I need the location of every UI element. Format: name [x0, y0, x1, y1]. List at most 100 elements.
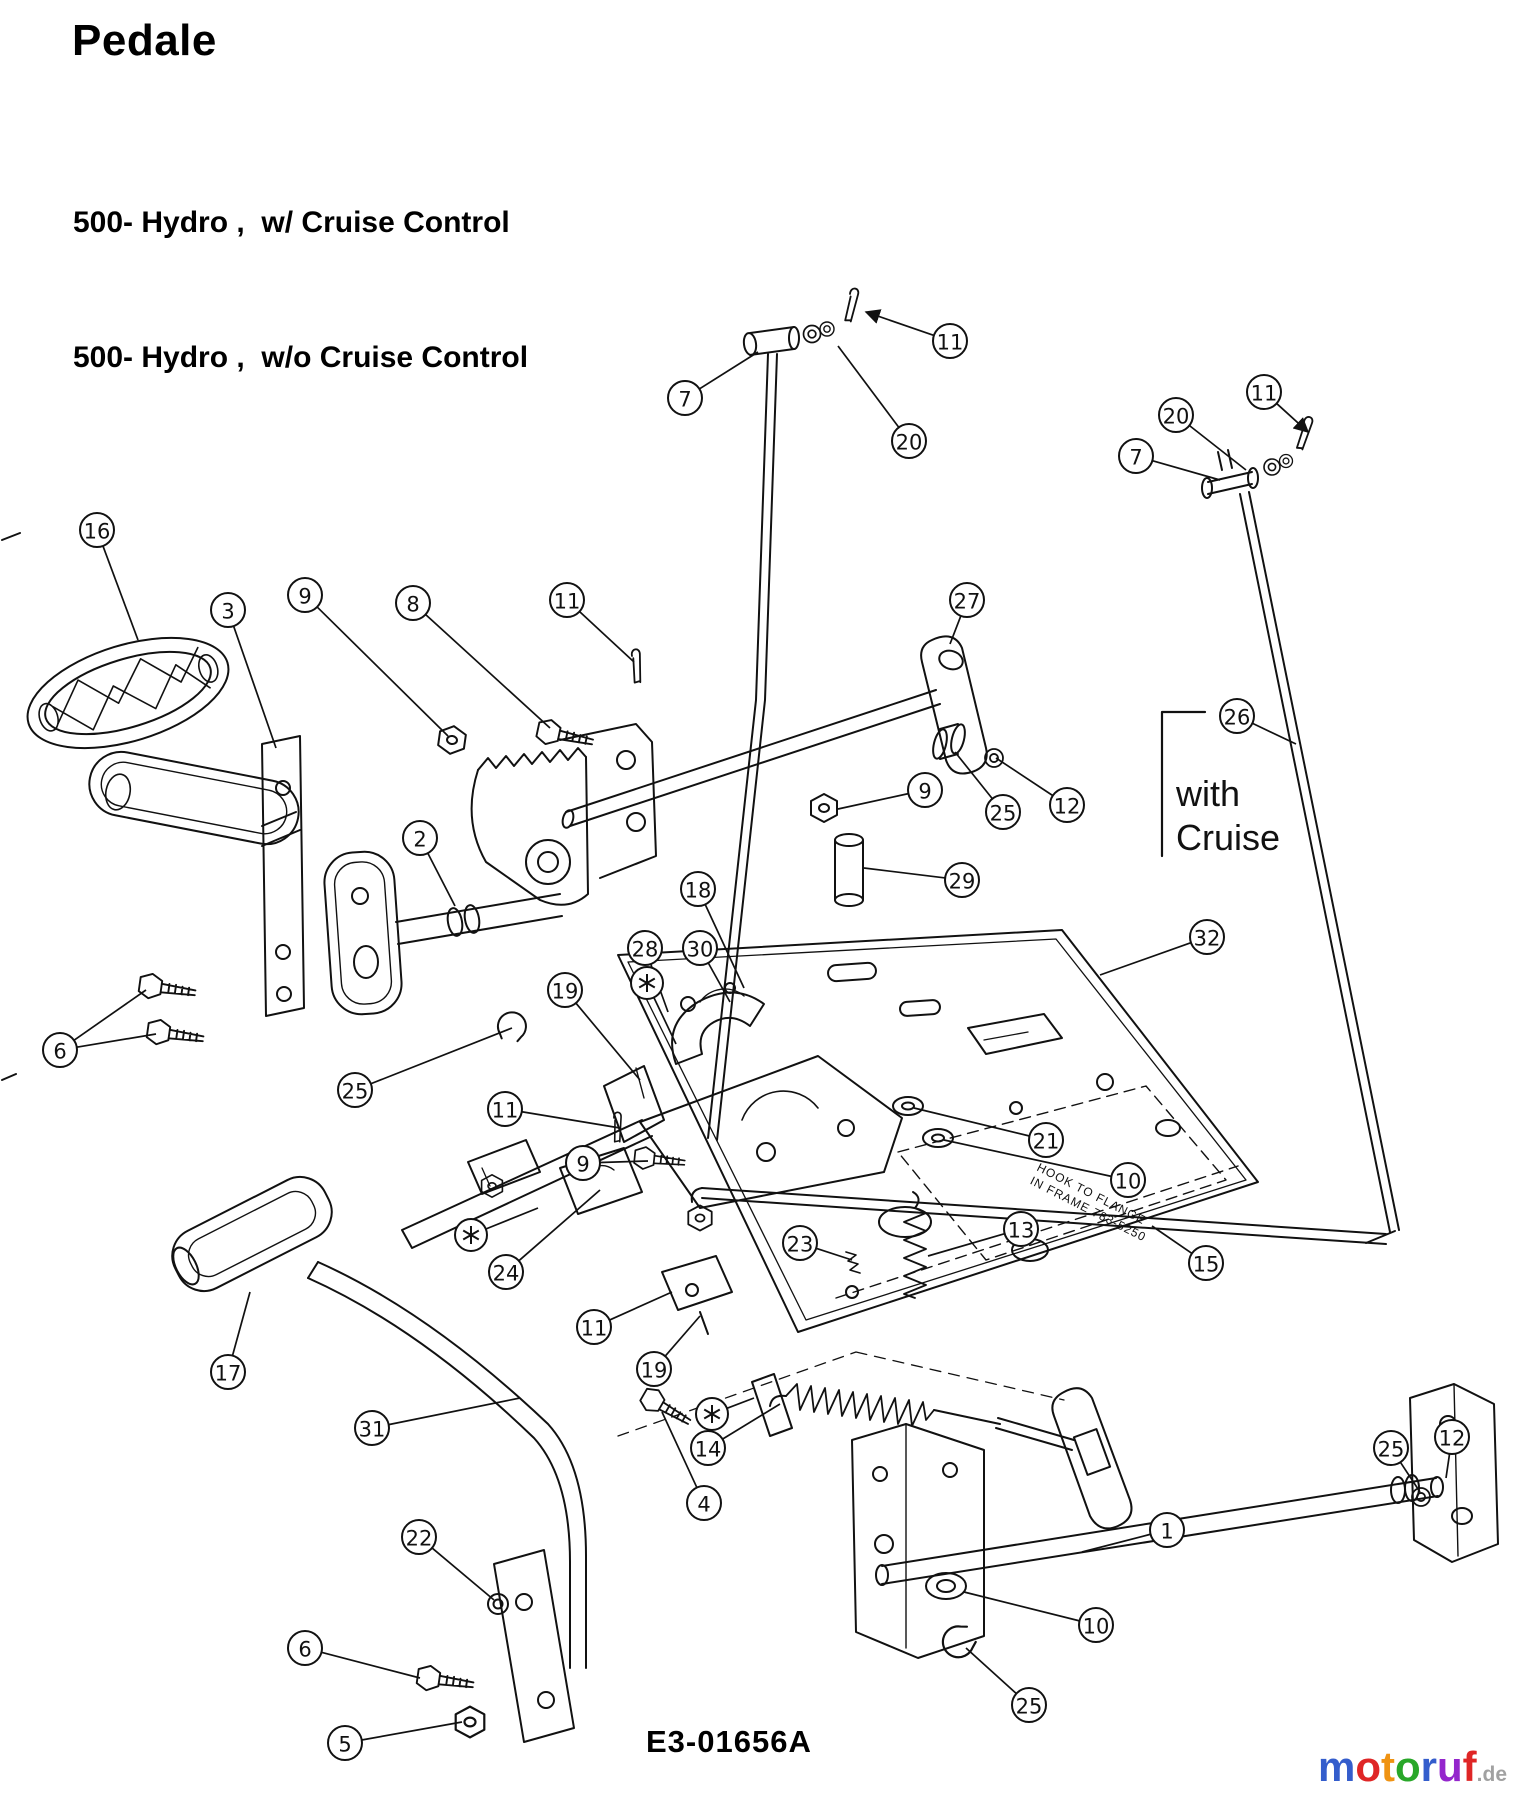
- callout-balloon-18: [680, 871, 716, 907]
- callout-balloon-21: [1028, 1122, 1064, 1158]
- watermark-letter: u: [1437, 1743, 1463, 1790]
- callout-balloon-7: [1118, 438, 1154, 474]
- callout-balloon-19: [547, 972, 583, 1008]
- callout-number: 9: [298, 585, 311, 609]
- support-arm: [401, 1119, 653, 1249]
- retaining-clip-25: [494, 1009, 530, 1044]
- callout-number: 11: [554, 590, 581, 614]
- callout-balloon-8: [395, 585, 431, 621]
- callout-number: 25: [1016, 1695, 1043, 1719]
- watermark-letter: r: [1420, 1743, 1437, 1790]
- callout-number: 6: [298, 1638, 311, 1662]
- callout-balloon-25: [985, 794, 1021, 830]
- pivot-plate: [323, 850, 403, 1016]
- hidden-line: [617, 1351, 1065, 1437]
- leader-line: [954, 751, 994, 800]
- callout-number: 16: [84, 520, 111, 544]
- cruise-rod: [1201, 449, 1400, 1244]
- leader-line: [1099, 941, 1192, 976]
- callout-balloon-16: [79, 512, 115, 548]
- callout-balloon-19: [636, 1351, 672, 1387]
- callout-balloon-11: [576, 1309, 612, 1345]
- u-bracket: [467, 1139, 541, 1195]
- callout-number: 23: [787, 1233, 814, 1257]
- callout-balloon-11: [487, 1091, 523, 1127]
- callout-balloon-11: [549, 582, 585, 618]
- leader-line: [424, 613, 551, 729]
- callout-balloon-12: [1049, 787, 1085, 823]
- callout-balloon-31: [354, 1410, 390, 1446]
- leader-line: [321, 1651, 421, 1679]
- callout-balloon-26: [1219, 698, 1255, 734]
- callout-number: 6: [53, 1040, 66, 1064]
- callout-balloon-2: [402, 820, 438, 856]
- watermark-letter: m: [1317, 1743, 1356, 1790]
- leader-line: [837, 345, 900, 428]
- cotter-pin-11b: [835, 286, 868, 324]
- callout-number: 15: [1193, 1253, 1220, 1277]
- callout-number: 10: [1115, 1170, 1142, 1194]
- leader-line: [1151, 1225, 1193, 1255]
- leader-line: [578, 610, 635, 663]
- cotter-pin-11d: [1287, 414, 1322, 452]
- cruise-note-line2: Cruise: [1176, 817, 1280, 858]
- callout-number: 10: [1083, 1615, 1110, 1639]
- spring-13: [903, 1191, 927, 1299]
- subtitle-block: 500- Hydro , w/ Cruise Control 500- Hydr…: [73, 110, 528, 470]
- nut-9b: [810, 793, 838, 823]
- callout-number: 22: [406, 1527, 433, 1551]
- callout-number: 2: [413, 828, 426, 852]
- leader-line: [722, 1403, 781, 1440]
- retaining-clip-25b: [936, 1619, 981, 1664]
- sector-gear: [470, 747, 589, 906]
- pedal-pad: [26, 636, 230, 750]
- left-pedal-bracket: [851, 1423, 985, 1659]
- callout-balloon-10: [1078, 1607, 1114, 1643]
- leader-line: [388, 1397, 521, 1426]
- callout-number: 20: [896, 431, 923, 455]
- callout-number: 17: [215, 1362, 242, 1386]
- callout-number: 11: [1251, 382, 1278, 406]
- callout-number: 28: [632, 938, 659, 962]
- callout-balloon-20: [891, 423, 927, 459]
- washer-20a: [802, 324, 822, 344]
- diagram-code: E3-01656A: [646, 1724, 812, 1759]
- callout-number: 18: [685, 879, 712, 903]
- leader-line: [661, 1411, 698, 1488]
- nut-center: [687, 1204, 713, 1232]
- center-bracket: [1051, 1387, 1133, 1530]
- callout-balloon-25: [1011, 1687, 1047, 1723]
- leader-line: [1081, 1533, 1151, 1553]
- leader-line: [698, 351, 759, 390]
- star-glyph-line: [638, 977, 656, 989]
- pedal-lever: [88, 750, 301, 847]
- watermark-letter: o: [1355, 1743, 1381, 1790]
- callout-number: 8: [406, 593, 419, 617]
- callout-number: 25: [1378, 1438, 1405, 1462]
- callout-number: 7: [1129, 446, 1142, 470]
- callout-number: 5: [338, 1733, 351, 1757]
- callout-balloon-11: [932, 323, 968, 359]
- leader-line: [837, 792, 909, 810]
- callout-number: 9: [576, 1153, 589, 1177]
- callout-balloon-30: [682, 930, 718, 966]
- leader-line: [815, 1247, 853, 1261]
- callout-number: 11: [492, 1099, 519, 1123]
- leader-line: [102, 545, 139, 641]
- callout-number: 20: [1163, 405, 1190, 429]
- subtitle-line-1: 500- Hydro , w/ Cruise Control: [73, 206, 510, 239]
- leader-line: [73, 989, 147, 1041]
- cruise-note-bracket: [1160, 710, 1207, 858]
- washer-11c: [1278, 453, 1294, 469]
- frame-plate: [617, 929, 1259, 1333]
- link-plate: [751, 1373, 793, 1437]
- leader-line: [609, 1291, 673, 1321]
- leader-line: [927, 1232, 1005, 1257]
- leader-line: [653, 997, 677, 1045]
- leader-line: [726, 1397, 755, 1410]
- leader-line: [1152, 459, 1221, 481]
- callout-balloon-9: [565, 1145, 601, 1181]
- callout-number: 32: [1194, 927, 1221, 951]
- watermark-letter: t: [1380, 1743, 1395, 1790]
